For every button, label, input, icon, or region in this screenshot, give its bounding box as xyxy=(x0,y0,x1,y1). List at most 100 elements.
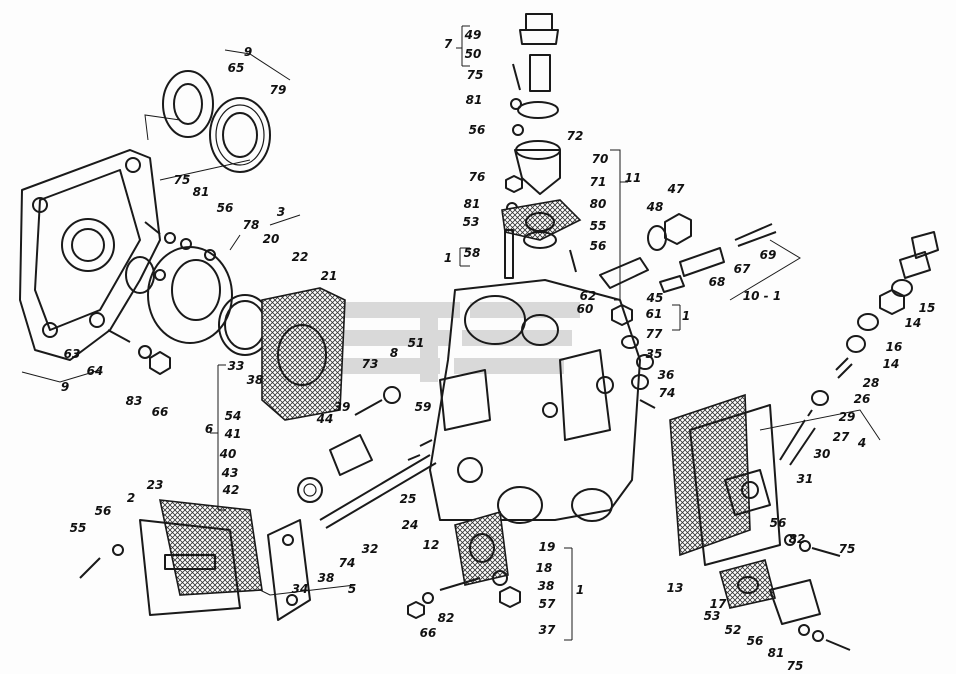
callout-label-81-c: 81 xyxy=(464,197,481,211)
callout-label-56-d: 56 xyxy=(95,504,112,518)
callout-label-16: 16 xyxy=(886,340,903,354)
callout-label-17: 17 xyxy=(710,597,727,611)
callout-label-4: 4 xyxy=(857,436,866,450)
callout-label-41: 41 xyxy=(224,427,242,441)
callout-label-2: 2 xyxy=(127,491,135,505)
callout-label-71: 71 xyxy=(590,175,607,189)
callout-label-48: 48 xyxy=(646,200,664,214)
callout-label-15: 15 xyxy=(919,301,936,315)
callout-label-68: 68 xyxy=(709,275,726,289)
callout-label-50: 50 xyxy=(465,47,482,61)
callout-label-62: 62 xyxy=(580,289,597,303)
bolts-left xyxy=(107,221,192,375)
callout-label-72: 72 xyxy=(567,129,584,143)
callout-label-58: 58 xyxy=(464,246,481,260)
callout-label-7: 7 xyxy=(444,37,453,51)
callout-label-75-a: 75 xyxy=(174,173,191,187)
callout-label-74-b: 74 xyxy=(339,556,356,570)
callout-label-49: 49 xyxy=(464,28,482,42)
callout-label-39: 39 xyxy=(334,400,351,414)
callout-label-45: 45 xyxy=(646,291,664,305)
callout-label-20: 20 xyxy=(263,232,280,246)
flange-housing xyxy=(19,149,161,361)
gasket-21 xyxy=(261,287,346,421)
callout-label-66-b: 66 xyxy=(420,626,437,640)
banjo-fittings xyxy=(599,213,777,409)
callout-label-73: 73 xyxy=(362,357,379,371)
coupling-flange-20 xyxy=(125,246,233,344)
callout-label-56-a: 56 xyxy=(217,201,234,215)
side-cover xyxy=(669,393,841,566)
callout-label-47: 47 xyxy=(667,182,685,196)
callout-label-64: 64 xyxy=(87,364,104,378)
callout-label-65: 65 xyxy=(228,61,245,75)
callout-label-56-e: 56 xyxy=(770,516,787,530)
callout-label-56-f: 56 xyxy=(747,634,764,648)
callout-label-82-a: 82 xyxy=(438,611,455,625)
callout-label-75-b: 75 xyxy=(467,68,484,82)
callout-label-1-c: 1 xyxy=(576,583,584,597)
callout-label-61: 61 xyxy=(646,307,663,321)
bottom-flange xyxy=(407,510,521,619)
callout-label-78: 78 xyxy=(243,218,260,232)
leader-lines xyxy=(21,25,881,641)
callout-label-13: 13 xyxy=(667,581,684,595)
callout-label-80: 80 xyxy=(590,197,607,211)
callout-label-26: 26 xyxy=(854,392,871,406)
callout-label-81-b: 81 xyxy=(466,93,483,107)
callout-label-56-b: 56 xyxy=(469,123,486,137)
lower-cover xyxy=(79,499,263,616)
callout-label-60: 60 xyxy=(577,302,594,316)
callout-label-44: 44 xyxy=(316,412,334,426)
right-valve-stack xyxy=(779,231,939,466)
callout-label-75-c: 75 xyxy=(839,542,856,556)
callout-label-3: 3 xyxy=(277,205,285,219)
callout-label-32: 32 xyxy=(362,542,379,556)
callout-label-1-a: 1 xyxy=(444,251,452,265)
callout-label-29: 29 xyxy=(839,410,856,424)
callout-label-81-d: 81 xyxy=(768,646,785,660)
callout-label-40: 40 xyxy=(219,447,237,461)
callout-label-55-b: 55 xyxy=(70,521,87,535)
callout-label-77: 77 xyxy=(646,327,663,341)
callout-label-81-a: 81 xyxy=(193,185,210,199)
callout-label-37: 37 xyxy=(539,623,556,637)
callout-label-76: 76 xyxy=(469,170,486,184)
callout-label-55-a: 55 xyxy=(590,219,607,233)
callout-label-57: 57 xyxy=(539,597,556,611)
callout-label-30: 30 xyxy=(814,447,831,461)
callout-label-24: 24 xyxy=(402,518,419,532)
callout-label-67: 67 xyxy=(734,262,751,276)
small-flange-52 xyxy=(719,559,851,651)
lever-assembly xyxy=(267,386,437,621)
callout-label-12: 12 xyxy=(423,538,440,552)
callout-label-25: 25 xyxy=(400,492,417,506)
callout-label-6: 6 xyxy=(205,422,213,436)
callout-label-53-b: 53 xyxy=(704,609,721,623)
callout-label-36: 36 xyxy=(658,368,675,382)
callout-label-18: 18 xyxy=(536,561,553,575)
callout-label-11: 11 xyxy=(625,171,642,185)
callout-label-79: 79 xyxy=(270,83,287,97)
callout-label-28: 28 xyxy=(863,376,880,390)
callout-label-14-a: 14 xyxy=(905,316,922,330)
callout-label-63: 63 xyxy=(64,347,81,361)
callout-label-9-top: 9 xyxy=(244,45,252,59)
callout-label-21: 21 xyxy=(321,269,338,283)
callout-label-38-a: 38 xyxy=(247,373,264,387)
callout-label-69: 69 xyxy=(760,248,777,262)
callout-label-38-c: 38 xyxy=(318,571,335,585)
callout-label-59: 59 xyxy=(415,400,432,414)
callout-label-27: 27 xyxy=(833,430,850,444)
callout-label-14-b: 14 xyxy=(883,357,900,371)
callout-label-19: 19 xyxy=(539,540,556,554)
callout-label-8: 8 xyxy=(390,346,398,360)
seal-ring-65 xyxy=(162,70,214,138)
callout-label-52: 52 xyxy=(725,623,742,637)
callout-label-1-b: 1 xyxy=(682,309,690,323)
callout-label-54: 54 xyxy=(225,409,242,423)
callout-label-75-d: 75 xyxy=(787,659,804,673)
callout-label-70: 70 xyxy=(592,152,609,166)
